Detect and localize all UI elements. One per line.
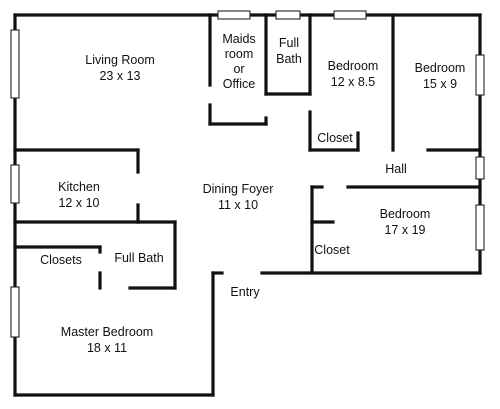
closet-top-label: Closet xyxy=(312,130,358,146)
living-room-size: 23 x 13 xyxy=(99,69,141,83)
hall-name: Hall xyxy=(385,162,407,176)
hall-label: Hall xyxy=(378,161,414,177)
window-hall xyxy=(475,156,485,180)
maids-room-label: Maids room or Office xyxy=(214,32,264,92)
window-bedroom-3 xyxy=(475,204,485,251)
windows xyxy=(10,10,485,338)
full-bath-top-line1: Full xyxy=(278,36,300,50)
living-room-label: Living Room 23 x 13 xyxy=(70,52,170,84)
bedroom-3-label: Bedroom 17 x 19 xyxy=(370,206,440,238)
bedroom-1-name: Bedroom xyxy=(327,59,379,73)
bedroom-1-size: 12 x 8.5 xyxy=(330,75,376,89)
entry-label: Entry xyxy=(222,284,268,300)
maids-room-line2: room xyxy=(224,47,254,61)
window-living-room xyxy=(10,29,20,99)
bedroom-3-size: 17 x 19 xyxy=(384,223,426,237)
full-bath-top-line2: Bath xyxy=(276,52,302,66)
kitchen-label: Kitchen 12 x 10 xyxy=(44,179,114,211)
master-bedroom-size: 18 x 11 xyxy=(86,341,128,355)
closet-top-name: Closet xyxy=(317,131,353,145)
closet-right-label: Closet xyxy=(309,242,355,258)
window-maids-room xyxy=(217,10,251,20)
living-room-name: Living Room xyxy=(85,53,155,67)
bedroom-2-size: 15 x 9 xyxy=(422,77,458,91)
closet-right-name: Closet xyxy=(314,243,350,257)
full-bath-bottom-name: Full Bath xyxy=(114,251,164,265)
full-bath-bottom-label: Full Bath xyxy=(106,250,172,266)
master-bedroom-name: Master Bedroom xyxy=(60,325,154,339)
kitchen-size: 12 x 10 xyxy=(58,196,100,210)
bedroom-2-label: Bedroom 15 x 9 xyxy=(405,60,475,92)
window-master-bedroom xyxy=(10,286,20,338)
dining-foyer-label: Dining Foyer 11 x 10 xyxy=(188,181,288,213)
bedroom-2-name: Bedroom xyxy=(414,61,466,75)
master-bedroom-label: Master Bedroom 18 x 11 xyxy=(52,324,162,356)
kitchen-name: Kitchen xyxy=(58,180,100,194)
maids-room-line4: Office xyxy=(222,77,256,91)
maids-room-line3: or xyxy=(233,62,245,76)
bedroom-1-label: Bedroom 12 x 8.5 xyxy=(318,58,388,90)
bedroom-3-name: Bedroom xyxy=(379,207,431,221)
maids-room-line1: Maids xyxy=(222,32,256,46)
interior-walls xyxy=(13,13,482,290)
entry-name: Entry xyxy=(230,285,260,299)
window-kitchen xyxy=(10,164,20,204)
dining-foyer-name: Dining Foyer xyxy=(202,182,274,196)
window-bedroom-1 xyxy=(333,10,367,20)
window-bedroom-2 xyxy=(475,54,485,96)
closets-name: Closets xyxy=(40,253,82,267)
window-full-bath xyxy=(275,10,301,20)
closets-label: Closets xyxy=(32,252,90,268)
dining-foyer-size: 11 x 10 xyxy=(217,198,259,212)
full-bath-top-label: Full Bath xyxy=(268,35,310,67)
